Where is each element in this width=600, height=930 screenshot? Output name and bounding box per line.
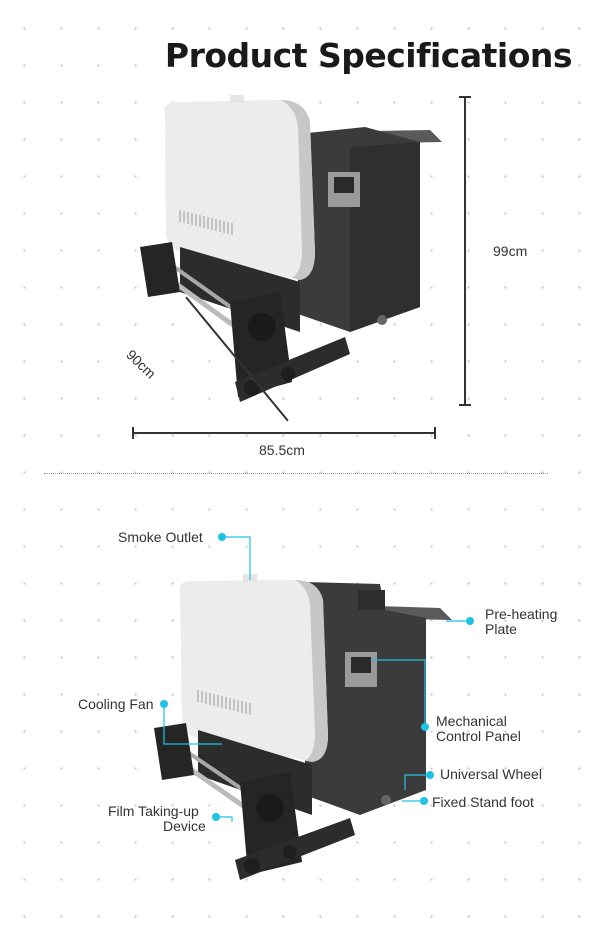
printer-shaker-image-annotated — [154, 574, 452, 880]
callout-dot-fixed-stand-foot — [420, 797, 428, 805]
page-title: Product Specifications — [164, 36, 573, 75]
printer-shaker-image-top — [140, 95, 442, 402]
width-tick-right — [434, 427, 436, 439]
callout-universal-wheel: Universal Wheel — [440, 766, 542, 782]
height-tick-bottom — [459, 404, 471, 406]
width-tick-left — [132, 427, 134, 439]
width-dimension-line — [132, 432, 436, 434]
callout-dot-smoke-outlet — [218, 533, 226, 541]
callout-dot-universal-wheel — [426, 771, 434, 779]
callout-fixed-stand-foot: Fixed Stand foot — [432, 794, 534, 810]
callout-smoke-outlet: Smoke Outlet — [118, 529, 203, 545]
callout-control-panel-line2: Control Panel — [436, 728, 521, 744]
height-dimension-line — [464, 96, 466, 406]
callout-dot-cooling-fan — [160, 700, 168, 708]
callout-preheating-plate-line1: Pre-heating — [485, 606, 558, 622]
callout-control-panel-line1: Mechanical — [436, 713, 507, 729]
callout-cooling-fan: Cooling Fan — [78, 696, 154, 712]
callout-dot-preheating-plate — [466, 617, 474, 625]
width-label: 85.5cm — [259, 442, 305, 458]
callout-film-device-line2: Device — [163, 818, 206, 834]
callout-film-device-line1: Film Taking-up — [108, 803, 199, 819]
callout-dot-control-panel — [421, 723, 429, 731]
callout-preheating-plate-line2: Plate — [485, 621, 517, 637]
section-divider — [44, 473, 548, 474]
height-tick-top — [459, 96, 471, 98]
callout-dot-film-device — [212, 813, 220, 821]
height-label: 99cm — [493, 243, 528, 259]
